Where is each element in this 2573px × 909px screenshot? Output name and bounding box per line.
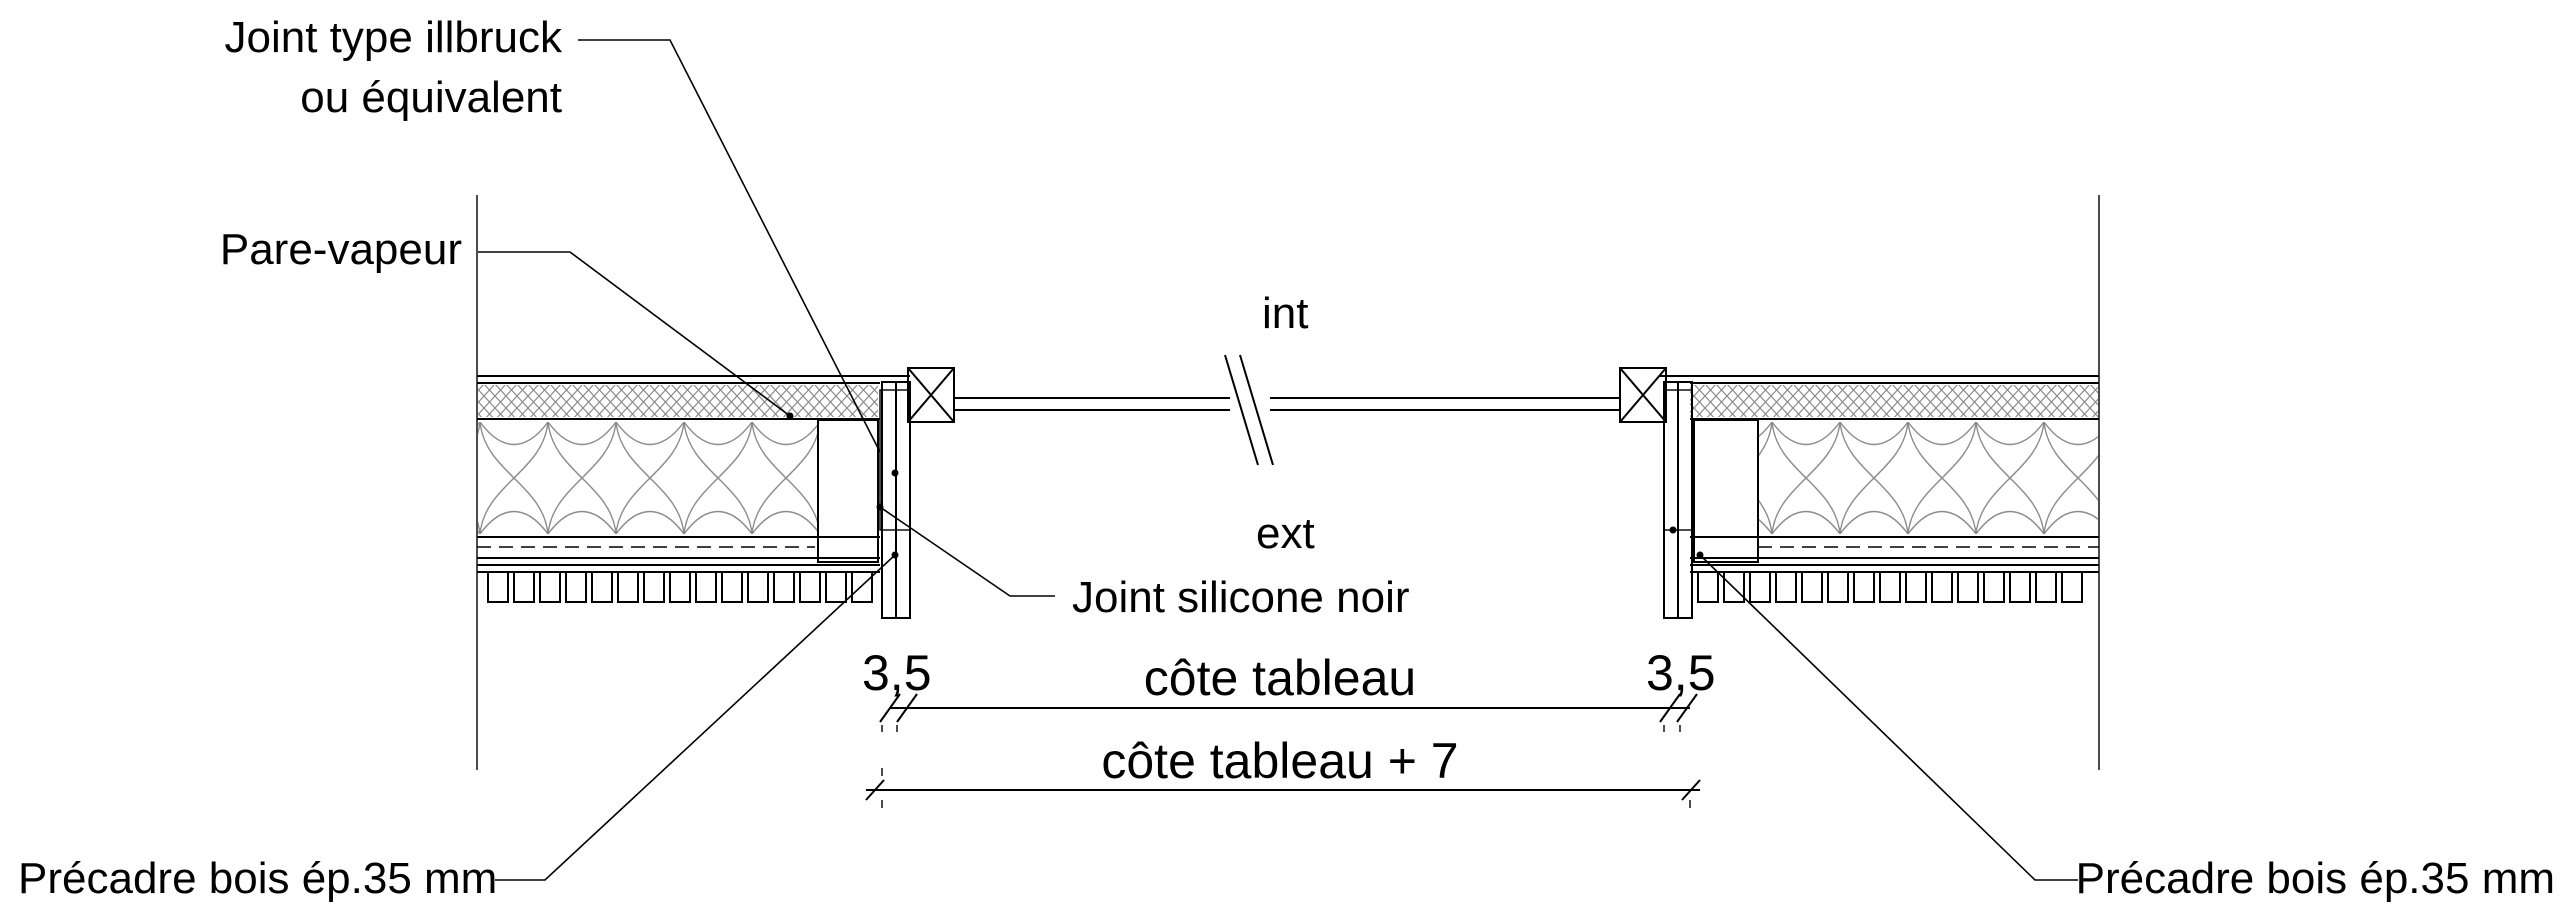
- cladding-batten: [1983, 571, 2005, 603]
- label-cote-tableau: côte tableau: [1144, 650, 1416, 706]
- cladding-batten: [1853, 571, 1875, 603]
- cladding-batten: [1905, 571, 1927, 603]
- cladding-batten: [669, 571, 691, 603]
- leader-pare-vapeur: [478, 251, 791, 417]
- leader-precadre-left: [495, 554, 896, 881]
- cladding-batten: [747, 571, 769, 603]
- cladding-batten: [851, 571, 873, 603]
- cladding-batten: [2035, 571, 2057, 603]
- label-joint-illbruck-1: Joint type illbruck: [225, 13, 563, 62]
- label-precadre-right: Précadre bois ép.35 mm: [2076, 854, 2555, 903]
- cladding-batten: [799, 571, 821, 603]
- cladding-batten: [825, 571, 847, 603]
- leader-precadre-right: [1699, 554, 2078, 881]
- label-cote-tableau-plus: côte tableau + 7: [1101, 733, 1458, 789]
- right-insulation-layer: [1758, 422, 2098, 534]
- dimensions: [865, 693, 1701, 808]
- cladding-batten: [695, 571, 717, 603]
- label-dim-right: 3,5: [1646, 645, 1716, 701]
- cladding-batten: [565, 571, 587, 603]
- cladding-batten: [773, 571, 795, 603]
- label-dim-left: 3,5: [862, 645, 932, 701]
- cladding-batten: [1827, 571, 1849, 603]
- cladding-batten: [591, 571, 613, 603]
- leader-lines: [478, 39, 2078, 881]
- left-precadre-wood: [817, 419, 879, 563]
- right-sash-profile: [1619, 367, 1667, 423]
- cladding-batten: [1957, 571, 1979, 603]
- cladding-batten: [643, 571, 665, 603]
- label-joint-silicone: Joint silicone noir: [1072, 573, 1410, 622]
- label-precadre-left: Précadre bois ép.35 mm: [18, 854, 497, 903]
- right-wall: [1660, 195, 2100, 770]
- right-precadre-wood: [1693, 419, 1759, 563]
- cladding-batten: [487, 571, 509, 603]
- cladding-batten: [2009, 571, 2031, 603]
- cladding-batten: [513, 571, 535, 603]
- leader-joint-silicone: [879, 506, 1055, 597]
- left-sash-profile: [907, 367, 955, 423]
- cladding-batten: [1931, 571, 1953, 603]
- break-line-2: [1239, 354, 1274, 466]
- label-joint-illbruck-2: ou équivalent: [300, 73, 562, 122]
- left-insulation-layer: [478, 422, 818, 534]
- cladding-batten: [721, 571, 743, 603]
- break-line-1: [1224, 354, 1259, 466]
- leader-joint-illbruck: [578, 39, 881, 453]
- left-vapour-barrier-layer: [478, 385, 878, 417]
- label-int: int: [1262, 289, 1308, 338]
- cladding-batten: [1697, 571, 1719, 603]
- window-sash: [907, 354, 1667, 466]
- left-wall: [476, 195, 911, 770]
- cladding-batten: [1775, 571, 1797, 603]
- cladding-batten: [617, 571, 639, 603]
- cladding-batten: [2061, 571, 2083, 603]
- cladding-batten: [1749, 571, 1771, 603]
- right-vapour-barrier-layer: [1690, 385, 2098, 417]
- label-ext: ext: [1256, 509, 1315, 558]
- cladding-batten: [539, 571, 561, 603]
- left-cladding: [487, 571, 873, 603]
- label-pare-vapeur: Pare-vapeur: [220, 225, 462, 274]
- right-cladding: [1697, 571, 2083, 603]
- cladding-batten: [1879, 571, 1901, 603]
- cladding-batten: [1801, 571, 1823, 603]
